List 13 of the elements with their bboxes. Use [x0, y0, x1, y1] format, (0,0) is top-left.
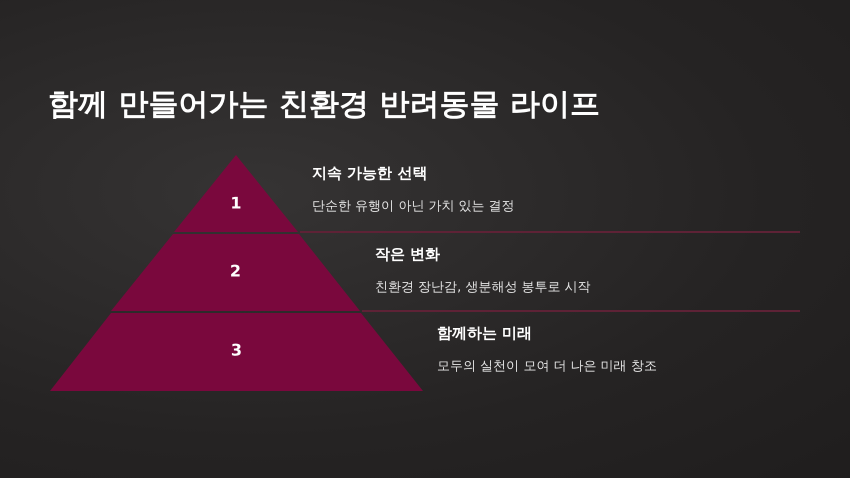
tier-description: 단순한 유행이 아닌 가치 있는 결정	[312, 198, 515, 215]
tier-description: 모두의 실천이 모여 더 나은 미래 창조	[437, 358, 657, 375]
tier-number: 3	[230, 340, 244, 360]
pyramid-tier	[174, 155, 298, 232]
tier-heading: 지속 가능한 선택	[312, 164, 428, 183]
tier-number: 1	[229, 193, 243, 212]
pyramid-tier	[111, 234, 360, 311]
tier-heading: 함께하는 미래	[437, 324, 532, 343]
pyramid-tier	[50, 313, 423, 391]
tier-number: 2	[228, 261, 242, 280]
slide-title: 함께 만들어가는 친환경 반려동물 라이프	[48, 86, 600, 124]
tier-description: 친환경 장난감, 생분해성 봉투로 시작	[375, 279, 591, 296]
tier-heading: 작은 변화	[375, 245, 440, 264]
